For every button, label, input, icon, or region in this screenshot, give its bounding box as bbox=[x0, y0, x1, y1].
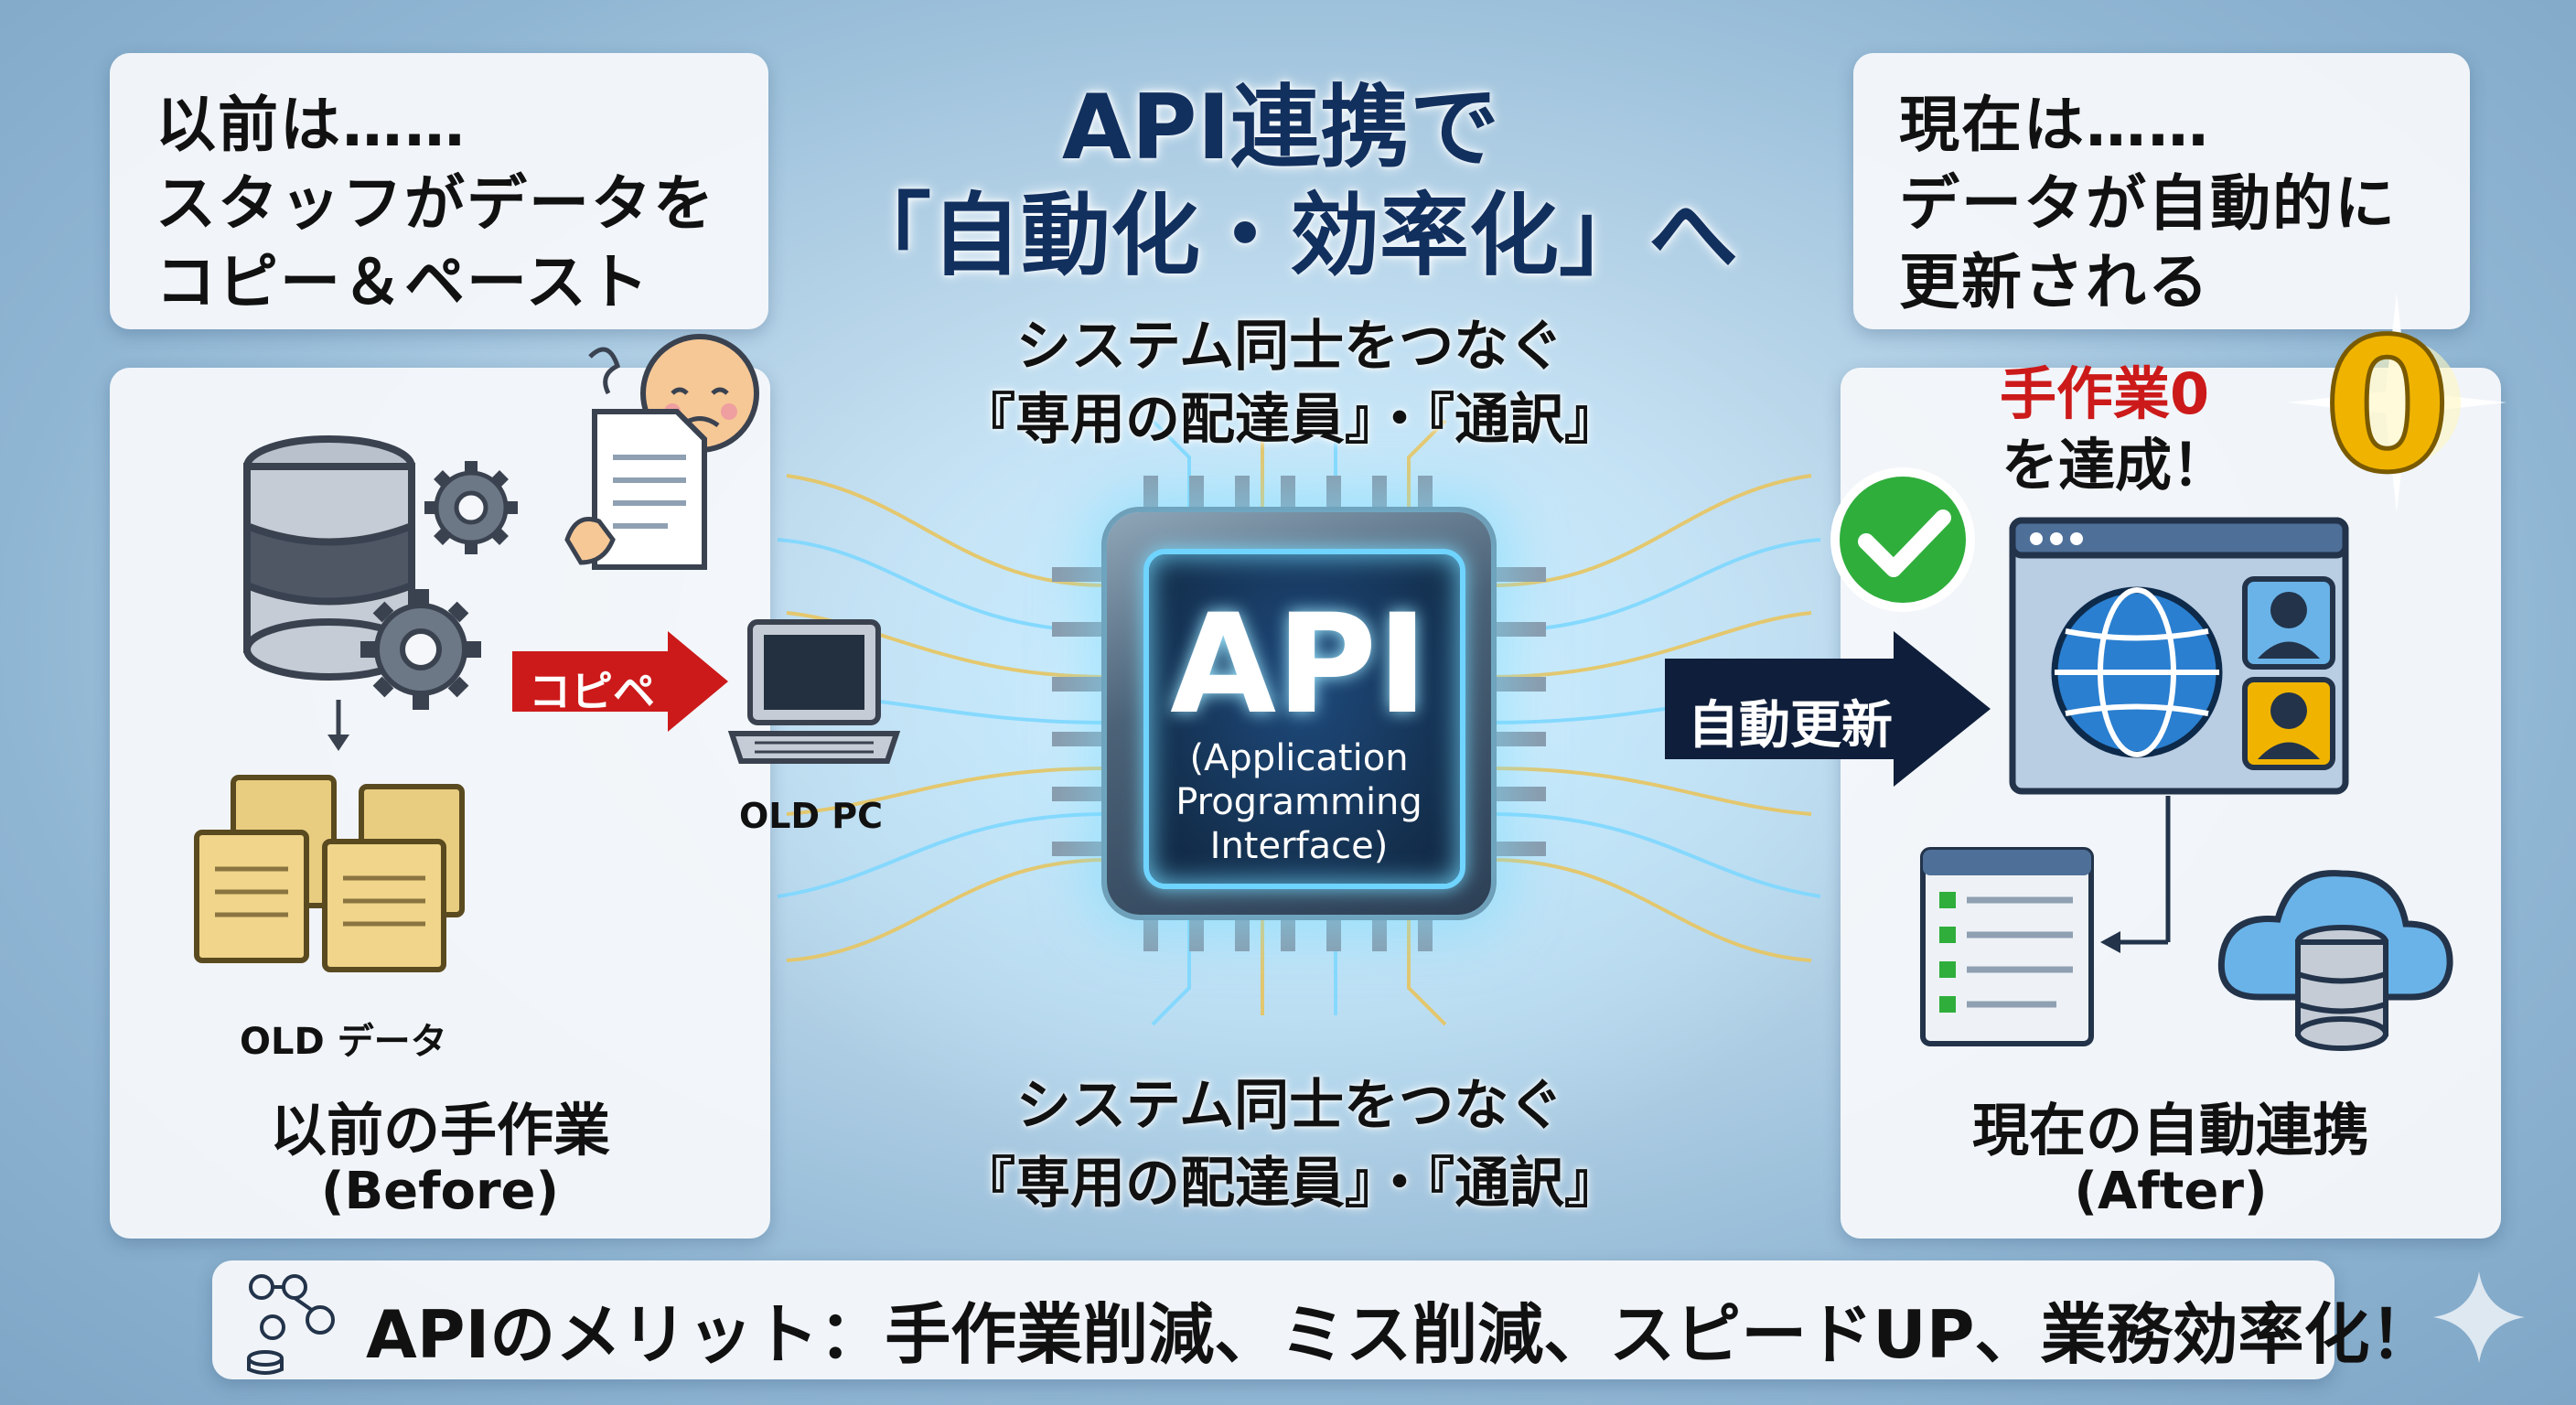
api-chip-sub-line1: (Application bbox=[1189, 737, 1409, 779]
achieve-line2: を達成！ bbox=[2002, 432, 2229, 499]
copy-arrow bbox=[512, 631, 728, 732]
subtitle-bottom-line1: システム同士をつなぐ bbox=[1015, 1074, 1564, 1138]
cloud-database-icon bbox=[2217, 870, 2453, 1051]
user-icon-gold bbox=[2242, 677, 2335, 770]
api-chip-screen bbox=[1143, 549, 1465, 889]
after-line1: 現在は…… bbox=[1899, 90, 2210, 160]
after-caption-line2: (After) bbox=[2074, 1162, 2268, 1221]
document-stack-icon bbox=[194, 775, 465, 972]
auto-update-label: 自動更新 bbox=[1688, 696, 1893, 756]
before-line2: スタッフがデータを bbox=[156, 168, 715, 239]
copy-label: コピペ bbox=[529, 667, 655, 716]
after-text-box: 現在は…… データが自動的に 更新される bbox=[1853, 53, 2470, 329]
before-text-box: 以前は…… スタッフがデータを コピー＆ペースト bbox=[110, 53, 768, 329]
sparkle-icon bbox=[2287, 293, 2506, 512]
after-caption-line1: 現在の自動連携 bbox=[1971, 1097, 2369, 1164]
auto-update-arrow bbox=[1665, 631, 1991, 787]
after-line3: 更新される bbox=[1899, 247, 2210, 317]
merit-text: APIのメリット：手作業削減、ミス削減、スピードUP、業務効率化！ bbox=[366, 1296, 2436, 1373]
main-title-line2: 「自動化・効率化」へ bbox=[841, 184, 1738, 288]
gear-icon-large bbox=[360, 589, 481, 710]
after-line2: データが自動的に bbox=[1899, 168, 2397, 239]
check-icon bbox=[1830, 467, 1975, 612]
subtitle-top-line1: システム同士をつなぐ bbox=[1015, 315, 1564, 379]
achieve-line1: 手作業0 bbox=[2000, 348, 2209, 430]
connector-line bbox=[2100, 796, 2171, 953]
achieve-zero: 0 bbox=[2170, 360, 2210, 427]
gear-icon bbox=[424, 461, 518, 554]
merit-icon bbox=[247, 1274, 335, 1375]
old-data-label: OLD データ bbox=[240, 1021, 447, 1063]
chip-pins bbox=[1052, 476, 1546, 951]
merit-bar bbox=[212, 1260, 2334, 1379]
api-chip-label: API bbox=[1170, 585, 1428, 745]
big-zero: 0 bbox=[2321, 300, 2453, 513]
api-chip-sub-line3: Interface) bbox=[1209, 825, 1389, 867]
main-title-line1: API連携で bbox=[1061, 76, 1500, 180]
old-pc-label: OLD PC bbox=[739, 796, 884, 836]
down-arrow-icon bbox=[327, 700, 349, 751]
before-line1: 以前は…… bbox=[156, 90, 467, 160]
api-chip-sub-line2: Programming bbox=[1175, 781, 1422, 823]
before-caption-line1: 以前の手作業 bbox=[269, 1097, 610, 1164]
achieve-text: 手作業 bbox=[2000, 360, 2171, 427]
corner-sparkle-icon bbox=[2433, 1271, 2525, 1363]
laptop-icon bbox=[727, 619, 901, 764]
before-caption-line2: (Before) bbox=[320, 1162, 560, 1221]
browser-window-icon bbox=[2009, 517, 2349, 795]
document-icon bbox=[564, 409, 707, 570]
list-icon bbox=[1920, 847, 2094, 1046]
subtitle-top-line2: 『専用の配達員』・『通訳』 bbox=[961, 388, 1619, 452]
user-icon bbox=[2242, 576, 2335, 670]
globe-icon bbox=[2051, 586, 2223, 758]
before-line3: コピー＆ペースト bbox=[156, 247, 650, 317]
subtitle-bottom-line2: 『専用の配達員』・『通訳』 bbox=[961, 1152, 1619, 1216]
api-chip-sub: (Application Programming Interface) bbox=[1143, 736, 1454, 868]
